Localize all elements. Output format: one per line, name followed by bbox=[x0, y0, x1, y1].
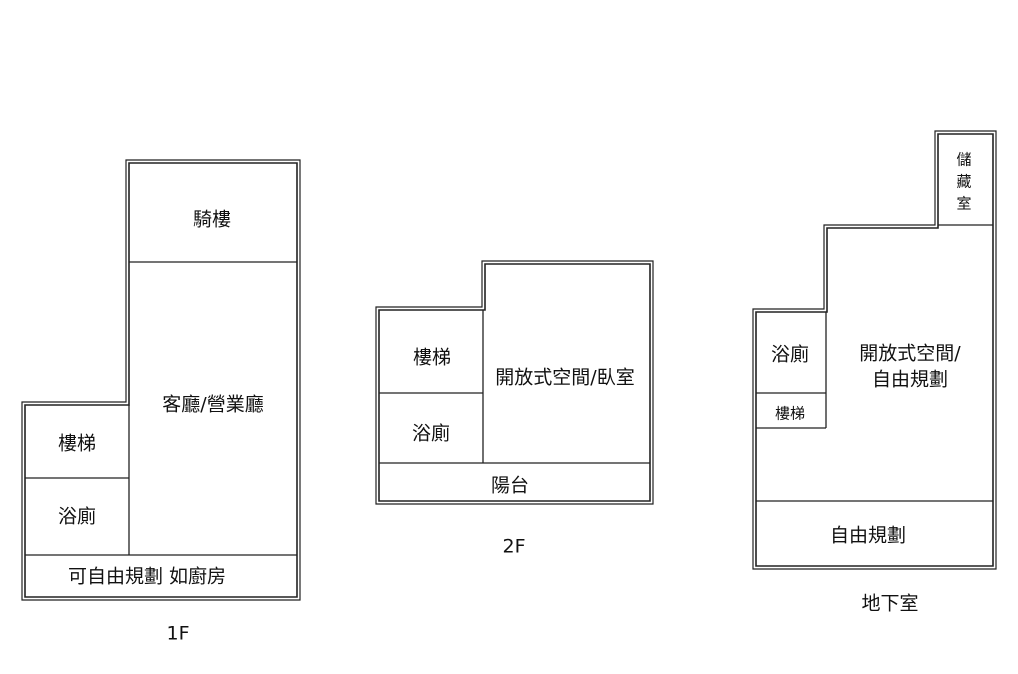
b1-room-open-1: 開放式空間/ bbox=[859, 343, 961, 365]
b1-room-storage-2: 藏 bbox=[956, 173, 971, 191]
2f-inner-wall bbox=[378, 263, 651, 502]
1f-room-stairs: 樓梯 bbox=[58, 433, 96, 455]
b1-room-storage-1: 儲 bbox=[956, 151, 971, 169]
1f-room-free: 可自由規劃 如廚房 bbox=[68, 565, 226, 588]
2f-room-stairs: 樓梯 bbox=[413, 347, 451, 369]
b1-floor-label: 地下室 bbox=[861, 593, 918, 615]
2f-room-balcony: 陽台 bbox=[491, 475, 529, 497]
floor-1f: 騎樓 客廳/營業廳 樓梯 浴廁 可自由規劃 如廚房 1F bbox=[21, 159, 301, 645]
2f-outer-wall bbox=[375, 260, 654, 505]
b1-room-open-2: 自由規劃 bbox=[872, 369, 948, 391]
1f-outer-wall bbox=[21, 159, 301, 601]
b1-room-free: 自由規劃 bbox=[830, 525, 906, 547]
floor-2f: 樓梯 浴廁 開放式空間/臥室 陽台 2F bbox=[375, 260, 654, 558]
2f-floor-label: 2F bbox=[502, 536, 525, 558]
b1-outer-wall bbox=[752, 130, 997, 570]
1f-floor-label: 1F bbox=[166, 623, 189, 645]
1f-room-living: 客廳/營業廳 bbox=[162, 394, 263, 416]
b1-inner-wall bbox=[755, 133, 994, 567]
2f-room-open: 開放式空間/臥室 bbox=[495, 367, 634, 389]
2f-room-bath: 浴廁 bbox=[412, 422, 450, 445]
1f-room-arcade: 騎樓 bbox=[193, 209, 231, 231]
b1-room-storage-3: 室 bbox=[956, 195, 971, 213]
floor-basement: 儲 藏 室 浴廁 樓梯 開放式空間/ 自由規劃 自由規劃 地下室 bbox=[752, 130, 997, 615]
b1-room-bath: 浴廁 bbox=[771, 343, 809, 366]
1f-room-bath: 浴廁 bbox=[58, 505, 96, 528]
b1-room-stairs: 樓梯 bbox=[775, 405, 805, 423]
1f-inner-wall bbox=[24, 162, 298, 598]
